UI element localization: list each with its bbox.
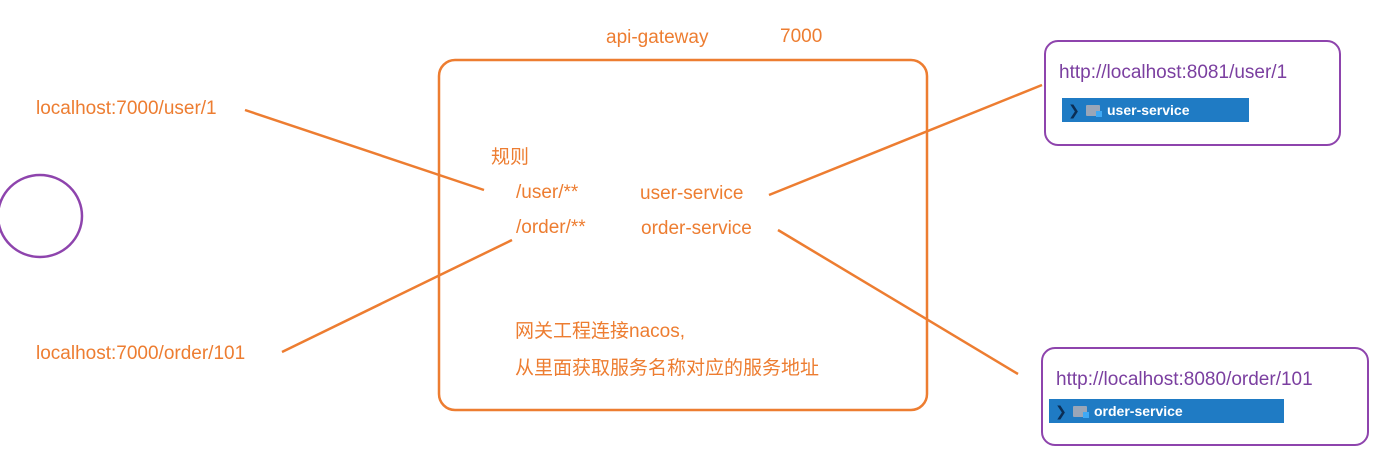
- rule-user-path: /user/**: [516, 182, 579, 203]
- folder-icon: [1086, 104, 1102, 117]
- client-circle: [0, 173, 84, 259]
- user-target-url: http://localhost:8081/user/1: [1059, 62, 1288, 83]
- user-target-box: [1044, 40, 1341, 146]
- request-user-url: localhost:7000/user/1: [36, 98, 217, 119]
- user-service-bar[interactable]: ❯ user-service: [1062, 98, 1249, 122]
- folder-icon: [1073, 405, 1089, 418]
- gateway-port: 7000: [780, 26, 823, 47]
- connector-order-target: [777, 228, 1019, 376]
- rule-order-service: order-service: [641, 218, 752, 239]
- rules-title: 规则: [491, 147, 530, 168]
- order-target-box: [1041, 347, 1369, 446]
- gateway-note-line2: 从里面获取服务名称对应的服务地址: [515, 358, 820, 379]
- order-target-url: http://localhost:8080/order/101: [1056, 369, 1313, 390]
- user-service-label: user-service: [1107, 102, 1190, 118]
- rule-user-service: user-service: [640, 183, 744, 204]
- order-service-bar[interactable]: ❯ order-service: [1049, 399, 1284, 423]
- gateway-note-line1: 网关工程连接nacos,: [515, 321, 685, 342]
- order-service-label: order-service: [1094, 403, 1183, 419]
- connector-user-target: [768, 83, 1043, 197]
- gateway-box: [437, 58, 929, 412]
- request-order-url: localhost:7000/order/101: [36, 343, 246, 364]
- rule-order-path: /order/**: [516, 217, 586, 238]
- gateway-name: api-gateway: [606, 27, 709, 48]
- connector-user-request: [244, 108, 485, 192]
- connector-order-request: [281, 238, 513, 354]
- chevron-right-icon: ❯: [1068, 101, 1080, 118]
- chevron-right-icon: ❯: [1055, 402, 1067, 419]
